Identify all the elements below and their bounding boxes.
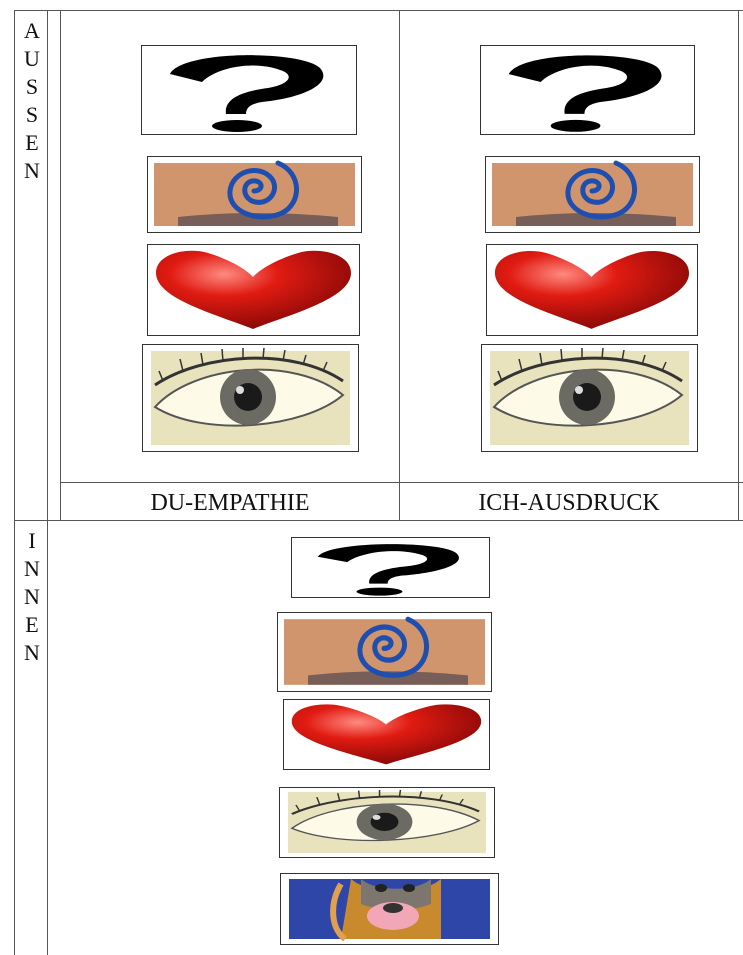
heart-image: [486, 244, 698, 336]
inner-letter: E: [25, 612, 39, 637]
eye-icon: [151, 347, 350, 445]
inner-letter: N: [24, 556, 40, 581]
eye-image: [279, 787, 495, 858]
eye-image: [142, 344, 359, 452]
column-label-ich-ausdruck: ICH-AUSDRUCK: [478, 490, 660, 516]
table-left-border: [14, 10, 15, 955]
belly-spiral-icon: [492, 160, 693, 226]
belly-spiral-image: [485, 156, 700, 233]
table-right-border: [738, 10, 739, 520]
question-mark-image: [291, 537, 490, 598]
question-mark-icon: [508, 55, 662, 132]
belly-spiral-image: [147, 156, 362, 233]
eye-icon: [287, 789, 487, 854]
outer-letter: A: [24, 18, 40, 43]
heart-icon: [156, 250, 351, 329]
eye-icon: [490, 347, 689, 445]
outer-letter: S: [25, 102, 39, 127]
column-label-du-empathie: DU-EMPATHIE: [150, 490, 310, 516]
eye-image: [481, 344, 698, 452]
outer-letter: U: [24, 46, 40, 71]
question-mark-image: [480, 45, 695, 135]
belly-spiral-icon: [154, 160, 355, 226]
question-mark-image: [141, 45, 357, 135]
belly-spiral-icon: [284, 616, 485, 685]
inner-letter: N: [24, 640, 40, 665]
table-top-border: [14, 10, 743, 11]
outer-letter: E: [25, 130, 39, 155]
inner-letter: N: [24, 584, 40, 609]
label-column-divider: [47, 10, 48, 955]
question-mark-icon: [170, 55, 324, 132]
inner-letter: I: [28, 528, 36, 553]
belly-spiral-image: [277, 612, 492, 692]
upper-inner-left-border: [60, 10, 61, 520]
heart-icon: [291, 704, 482, 765]
column-divider: [399, 10, 400, 520]
dog-face-image: [280, 873, 499, 945]
outer-letter: S: [25, 74, 39, 99]
section-divider: [14, 520, 743, 521]
heart-icon: [494, 250, 690, 329]
outer-letter: N: [24, 158, 40, 183]
question-mark-icon: [317, 544, 459, 596]
dog-face-icon: [289, 879, 490, 942]
heart-image: [147, 244, 360, 336]
header-row-top-line: [60, 482, 743, 483]
heart-image: [283, 699, 490, 770]
